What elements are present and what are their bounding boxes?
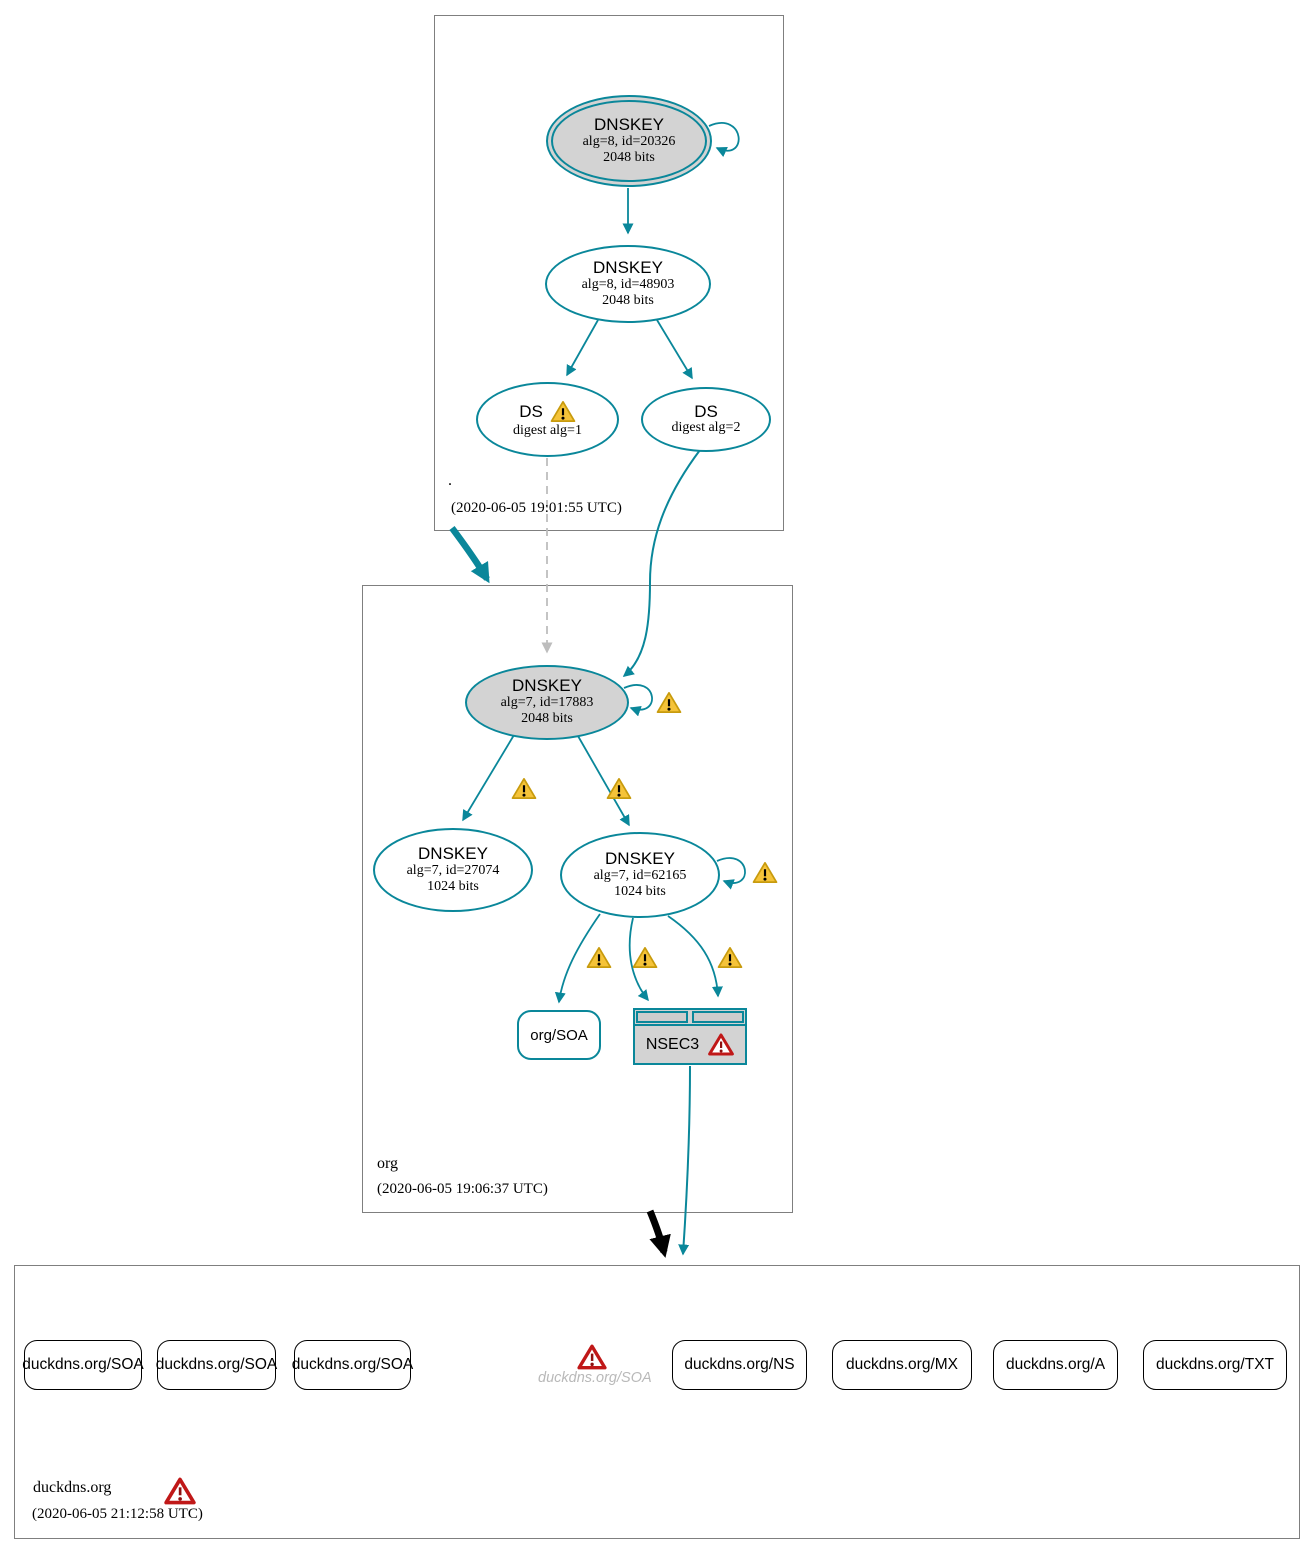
node-dnskey-17883[interactable]: DNSKEY alg=7, id=17883 2048 bits (465, 665, 629, 740)
node-title: DNSKEY (512, 676, 582, 696)
record-duckdns-soa-3[interactable]: duckdns.org/SOA (291, 1340, 414, 1390)
warning-icon (656, 691, 682, 714)
edge-root-delegation-to-org (449, 526, 490, 584)
node-dnskey-27074[interactable]: DNSKEY alg=7, id=27074 1024 bits (373, 828, 533, 912)
node-dnskey-62165[interactable]: DNSKEY alg=7, id=62165 1024 bits (560, 832, 720, 918)
node-detail: digest alg=2 (671, 420, 741, 436)
error-icon (164, 1477, 196, 1505)
edge-org-delegation-to-duckdns (646, 1209, 671, 1258)
zone-name-root: . (448, 472, 452, 489)
edge-rootksk-selfloop (708, 122, 740, 158)
warning-icon (511, 777, 537, 800)
edge-zsk62165-to-nsec3-right (667, 915, 723, 998)
record-label: duckdns.org/NS (684, 1356, 795, 1373)
node-title: org/SOA (530, 1026, 588, 1044)
node-detail: alg=8, id=48903 (581, 276, 675, 292)
node-bits: 1024 bits (427, 878, 479, 894)
node-ds-alg1[interactable]: DS digest alg=1 (476, 382, 619, 457)
zone-timestamp-root: (2020-06-05 19:01:55 UTC) (451, 500, 622, 516)
warning-icon (632, 946, 658, 969)
node-detail: alg=7, id=27074 (406, 862, 500, 878)
zone-name-duckdns: duckdns.org (33, 1479, 112, 1496)
node-detail: alg=7, id=17883 (500, 695, 594, 711)
zone-box-duckdns (14, 1265, 1300, 1539)
node-title: DS (519, 401, 543, 421)
node-title: DS (694, 401, 718, 421)
edge-orgksk-to-zsk62165 (577, 735, 630, 827)
node-bits: 2048 bits (521, 711, 573, 727)
node-dnskey-20326[interactable]: DNSKEY alg=8, id=20326 2048 bits (546, 95, 712, 187)
record-duckdns-soa-1[interactable]: duckdns.org/SOA (22, 1340, 144, 1390)
node-detail: digest alg=1 (513, 422, 582, 438)
node-bits: 2048 bits (602, 292, 654, 308)
node-detail: alg=7, id=62165 (593, 867, 687, 883)
warning-icon (606, 777, 632, 800)
edge-zsk62165-to-nsec3-left (628, 917, 649, 1002)
record-label: duckdns.org/SOA (22, 1356, 144, 1373)
record-label: duckdns.org/A (1005, 1356, 1106, 1373)
record-label: duckdns.org/TXT (1155, 1356, 1275, 1373)
record-duckdns-mx[interactable]: duckdns.org/MX (832, 1340, 972, 1390)
nsec3-cell (691, 1011, 744, 1023)
zone-box-org (362, 585, 793, 1213)
node-title: DNSKEY (418, 843, 488, 863)
record-label: duckdns.org/MX (846, 1356, 958, 1373)
edge-zsk62165-to-orgsoa (554, 913, 601, 1004)
error-icon (708, 1033, 735, 1056)
edge-orgksk-to-zsk27074 (462, 734, 515, 822)
record-duckdns-soa-bogus[interactable]: duckdns.org/SOA (538, 1370, 652, 1386)
node-bits: 2048 bits (603, 149, 655, 165)
node-dnskey-48903[interactable]: DNSKEY alg=8, id=48903 2048 bits (545, 245, 711, 323)
error-icon (577, 1344, 607, 1370)
edge-nsec3-to-duckdns (678, 1065, 691, 1256)
edge-zsk62165-selfloop (716, 857, 746, 890)
record-duckdns-txt[interactable]: duckdns.org/TXT (1143, 1340, 1287, 1390)
record-label: duckdns.org/SOA (155, 1356, 278, 1373)
record-duckdns-ns[interactable]: duckdns.org/NS (672, 1340, 807, 1390)
node-title: DNSKEY (593, 257, 663, 277)
zone-name-org: org (377, 1155, 399, 1172)
node-bits: 1024 bits (614, 883, 666, 899)
zone-timestamp-duckdns: (2020-06-05 21:12:58 UTC) (32, 1506, 203, 1522)
nsec3-header-cells (635, 1010, 745, 1023)
zone-timestamp-org: (2020-06-05 19:06:37 UTC) (377, 1181, 548, 1197)
node-title: DNSKEY (605, 848, 675, 868)
warning-icon (586, 946, 612, 969)
record-label: duckdns.org/SOA (538, 1370, 652, 1386)
node-title: NSEC3 (645, 1035, 700, 1053)
record-duckdns-a[interactable]: duckdns.org/A (993, 1340, 1118, 1390)
edge-orgksk-selfloop (623, 684, 653, 717)
warning-icon (550, 400, 576, 422)
edge-ds2-to-orgksk (622, 449, 701, 677)
nsec3-cell (636, 1011, 689, 1023)
warning-icon (717, 946, 743, 969)
node-title: DNSKEY (594, 114, 664, 134)
node-detail: alg=8, id=20326 (582, 133, 676, 149)
edge-rootzsk-to-ds1 (566, 319, 599, 377)
node-nsec3[interactable]: NSEC3 (633, 1008, 747, 1065)
edge-rootzsk-to-ds2 (656, 319, 693, 380)
record-duckdns-soa-2[interactable]: duckdns.org/SOA (155, 1340, 278, 1390)
node-org-soa[interactable]: org/SOA (517, 1010, 601, 1060)
record-label: duckdns.org/SOA (291, 1356, 414, 1373)
warning-icon (752, 861, 778, 884)
node-ds-alg2[interactable]: DS digest alg=2 (641, 387, 771, 452)
zone-box-root (434, 15, 784, 531)
